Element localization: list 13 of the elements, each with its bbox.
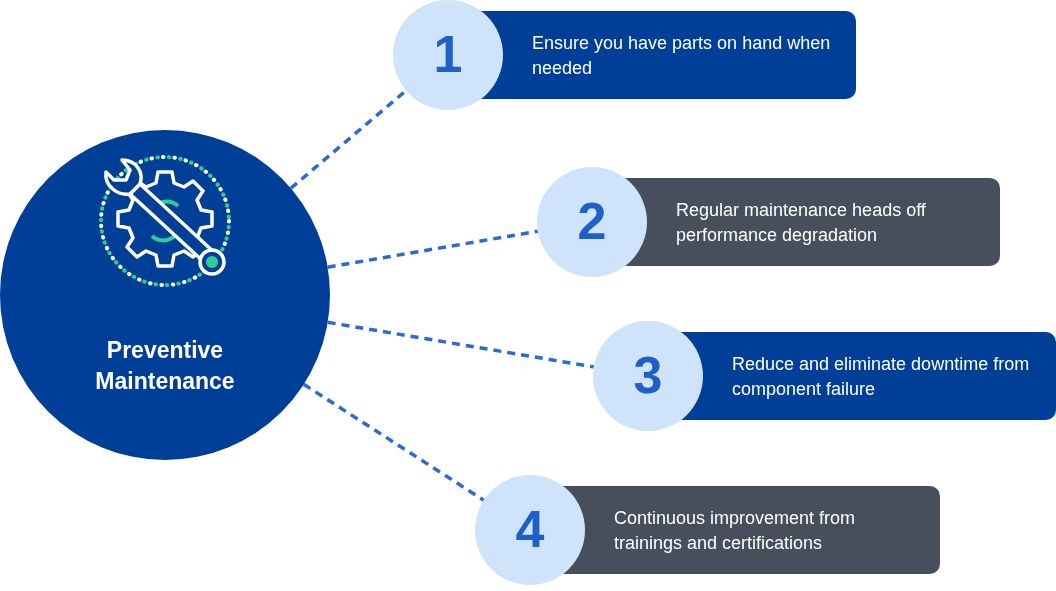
description-text: Reduce and eliminate downtime from component failure [732,353,1031,401]
step-number: 2 [576,191,608,251]
description-text: Regular maintenance heads off performance degradation [676,199,927,247]
step-number: 1 [432,24,464,84]
dashed-connector [327,320,595,369]
dashed-connector [302,382,485,502]
dashed-connector [327,229,539,269]
description-text: Ensure you have parts on hand when needed [532,32,832,80]
dashed-connector [289,89,408,190]
description-text: Continuous improvement from trainings and certifications [614,507,857,555]
step-number: 4 [514,499,546,559]
hub-title: Preventive Maintenance [94,336,236,396]
step-number: 3 [632,345,664,405]
